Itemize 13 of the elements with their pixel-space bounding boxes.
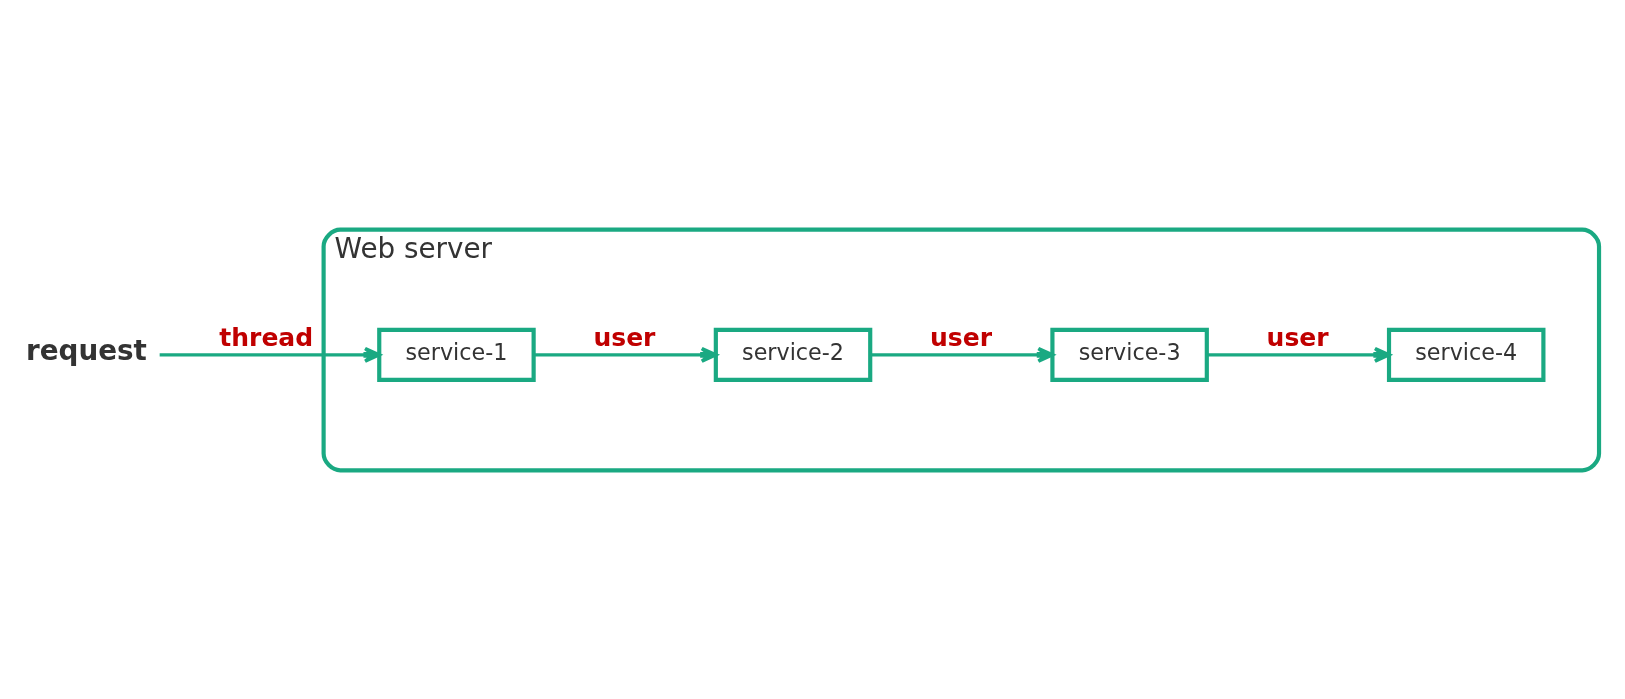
node-box: service-1 — [377, 327, 536, 382]
arrow — [534, 346, 718, 363]
arrow — [159, 346, 381, 363]
edge-label: thread — [219, 322, 314, 352]
arrow — [1207, 346, 1391, 363]
edge-label: user — [1266, 322, 1329, 352]
node-text: request — [25, 333, 147, 367]
edge-label: user — [593, 322, 656, 352]
node-box: service-4 — [1386, 327, 1546, 382]
node-box: service-3 — [1050, 327, 1209, 382]
edge-label: user — [930, 322, 993, 352]
node-box: service-2 — [713, 327, 873, 382]
arrow — [870, 346, 1055, 363]
